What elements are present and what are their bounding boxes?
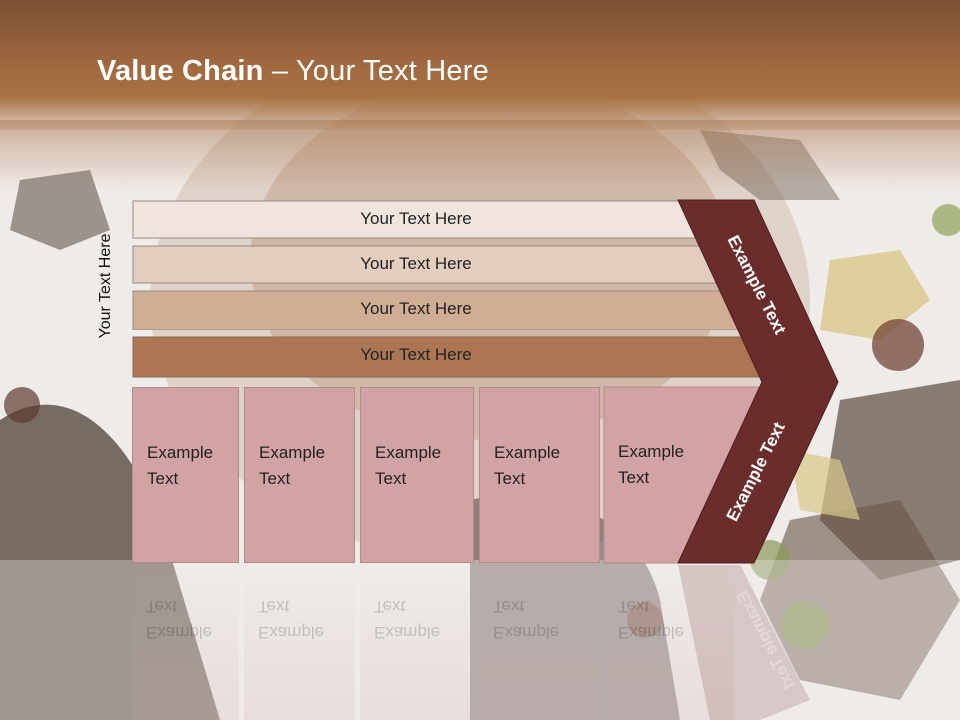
band-label: Your Text Here bbox=[360, 209, 472, 228]
band-label: Your Text Here bbox=[360, 254, 472, 273]
activity-box-3: Example Text bbox=[360, 387, 474, 563]
slide-title-bold: Value Chain bbox=[97, 55, 264, 87]
title-bar bbox=[0, 0, 960, 130]
activity-box-4: Example Text bbox=[479, 387, 600, 563]
slide-title-rest: – Your Text Here bbox=[263, 55, 489, 87]
band-label: Your Text Here bbox=[360, 299, 472, 318]
slide-title: Value Chain – Your Text Here bbox=[97, 55, 489, 88]
title-bar-fade bbox=[0, 120, 960, 190]
activity-label: Example Text bbox=[147, 443, 214, 488]
band-shape bbox=[132, 336, 772, 378]
band-shape bbox=[132, 290, 752, 330]
activity-label: Example Text bbox=[375, 443, 442, 488]
activity-label: Example Text bbox=[618, 442, 685, 487]
band-label: Your Text Here bbox=[360, 345, 472, 364]
activity-label: Example Text bbox=[494, 443, 561, 488]
activity-box-2: Example Text bbox=[244, 387, 355, 563]
activity-box-1: Example Text bbox=[132, 387, 239, 563]
band-shape bbox=[132, 245, 752, 284]
band-shape bbox=[132, 200, 732, 239]
activity-box-5: Example Text bbox=[604, 387, 684, 563]
activity-label: Example Text bbox=[259, 443, 326, 488]
